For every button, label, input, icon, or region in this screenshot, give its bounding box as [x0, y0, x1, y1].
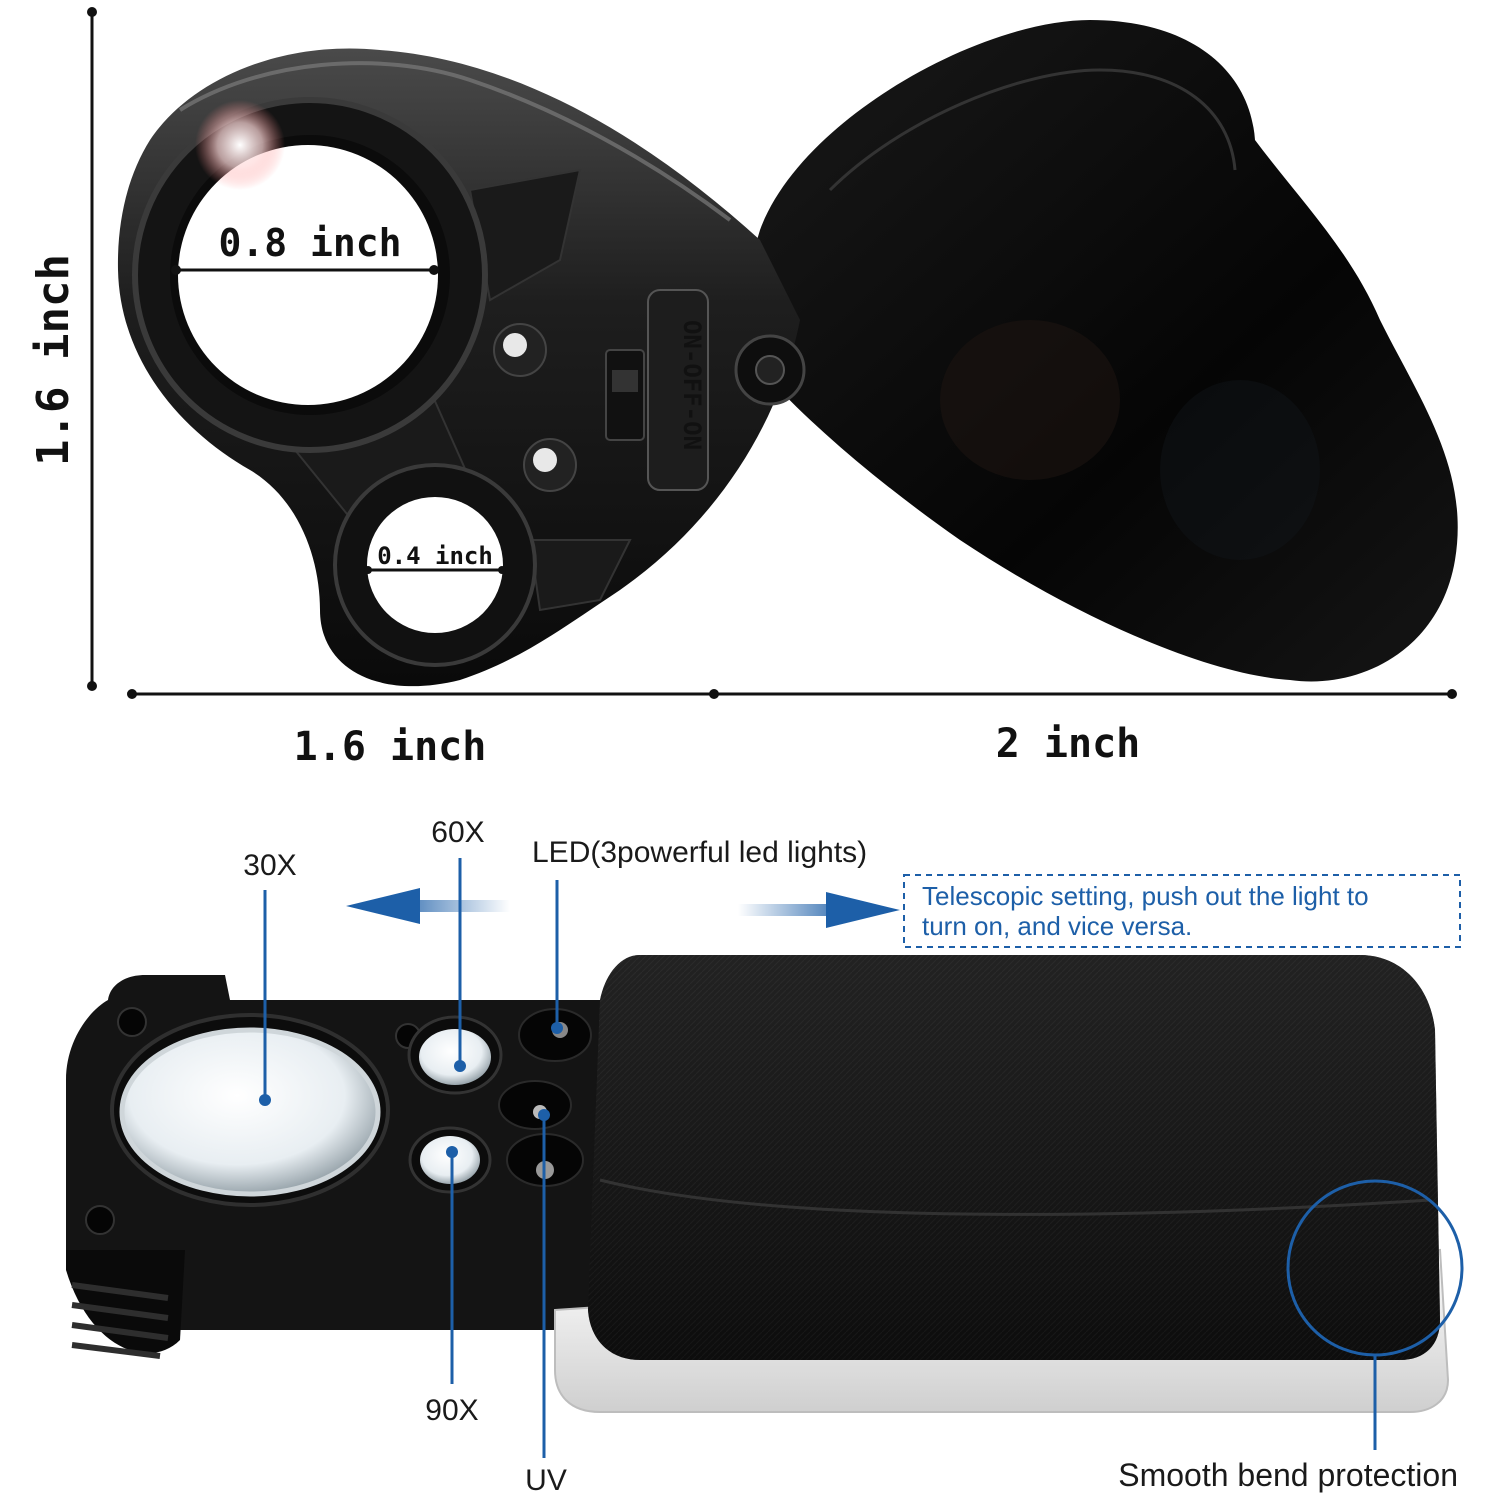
- power-switch: [605, 349, 645, 441]
- led-light: [493, 323, 547, 377]
- small-lens-dimension: [364, 566, 506, 574]
- label-90x: 90X: [425, 1394, 478, 1427]
- grip-ridges: [71, 1282, 169, 1359]
- big-lens-dimension: [171, 265, 439, 275]
- label-uv: UV: [525, 1464, 567, 1496]
- width-dimension: [127, 689, 1457, 699]
- lens-30x: [110, 1013, 390, 1207]
- slide-cover: [588, 955, 1440, 1360]
- telescopic-line1: Telescopic setting, push out the light t…: [922, 881, 1369, 911]
- width-left-label: 1.6 inch: [294, 724, 487, 770]
- callout-led: [551, 880, 563, 1034]
- sliding-magnifier-figure: 30X 60X LED(3powerful led lights) Telesc…: [66, 816, 1464, 1496]
- led-pocket: [518, 1008, 592, 1062]
- slide-left-arrow: [346, 888, 510, 924]
- label-60x: 60X: [431, 816, 484, 849]
- lens-90x: [408, 1126, 492, 1194]
- folding-loupe-figure: 1.6 inch: [28, 7, 1458, 770]
- callout-30x: [259, 890, 271, 1106]
- callout-smooth: [1286, 1179, 1464, 1450]
- switch-plate: ON-OFF-ON: [647, 289, 709, 491]
- small-lens: [333, 463, 537, 667]
- telescopic-line2: turn on, and vice versa.: [922, 911, 1192, 941]
- height-dimension: [87, 7, 97, 691]
- height-label: 1.6 inch: [28, 254, 79, 466]
- slide-right-arrow: [738, 892, 900, 928]
- hinge-screw: [734, 334, 806, 406]
- label-smooth: Smooth bend protection: [1118, 1457, 1458, 1493]
- label-led: LED(3powerful led lights): [532, 836, 867, 869]
- switch-label: ON-OFF-ON: [678, 320, 706, 450]
- width-right-label: 2 inch: [996, 721, 1141, 767]
- large-lens: [132, 97, 488, 453]
- led-pocket: [498, 1080, 572, 1130]
- lens-60x: [407, 1015, 503, 1095]
- telescopic-callout: Telescopic setting, push out the light t…: [903, 874, 1461, 948]
- label-30x: 30X: [243, 849, 296, 882]
- loupe-cover: [730, 20, 1458, 682]
- big-lens-label: 0.8 inch: [218, 221, 401, 265]
- small-lens-label: 0.4 inch: [377, 542, 493, 570]
- led-light: [523, 438, 577, 492]
- callout-90x: [446, 1146, 458, 1384]
- callout-60x: [454, 858, 466, 1072]
- callout-uv: [538, 1109, 550, 1458]
- loupe-body: ON-OFF-ON: [117, 48, 806, 687]
